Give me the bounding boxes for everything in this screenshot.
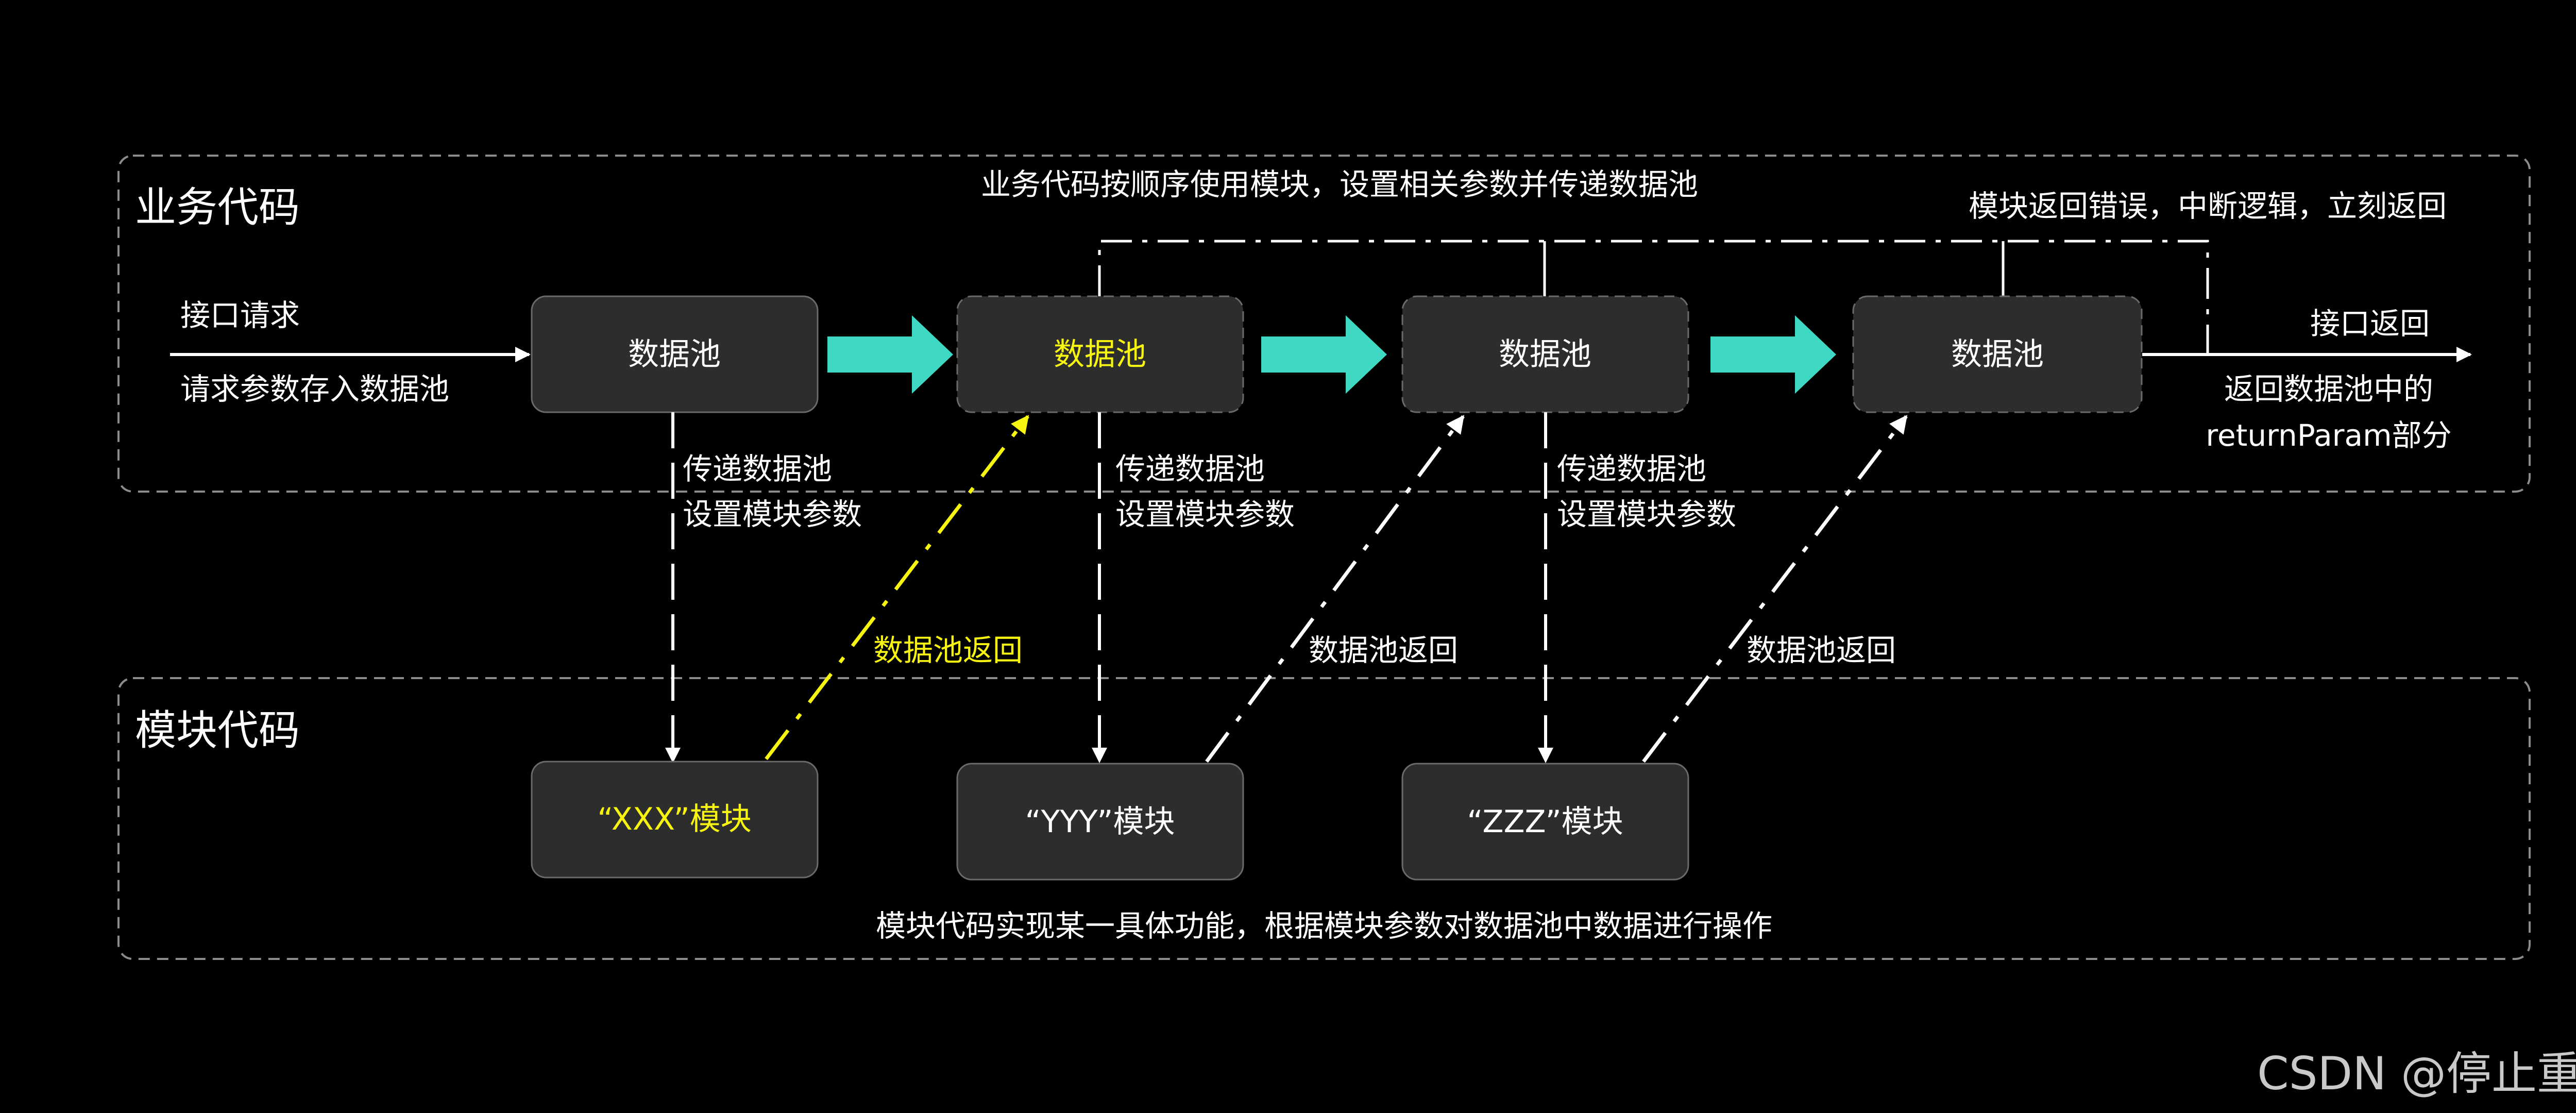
module-node-zzz: “ZZZ”模块 (1401, 763, 1689, 881)
error-return-line (1098, 240, 2209, 355)
module-code-section (117, 677, 2531, 960)
error-return-annotation: 模块返回错误，中断逻辑，立刻返回 (1969, 189, 2447, 224)
return-arrow-2 (1205, 415, 1465, 763)
business-top-annotation: 业务代码按顺序使用模块，设置相关参数并传递数据池 (981, 167, 1698, 202)
pool-label-4: 数据池 (1951, 336, 2044, 373)
flow-arrow-2 (1261, 315, 1387, 394)
pass-label-1a: 传递数据池 (683, 451, 832, 486)
pool-node-4: 数据池 (1852, 295, 2143, 413)
flow-arrow-1 (827, 315, 953, 394)
pass-label-3b: 设置模块参数 (1557, 497, 1736, 532)
request-desc: 请求参数存入数据池 (180, 372, 449, 407)
pool-node-1: 数据池 (531, 295, 819, 413)
module-bottom-annotation: 模块代码实现某一具体功能，根据模块参数对数据池中数据进行操作 (876, 908, 1772, 943)
return-desc-line2: returnParam部分 (2206, 418, 2451, 453)
return-arrow-3 (1642, 415, 1908, 763)
pool-node-2: 数据池 (956, 295, 1244, 413)
pool-return-label-2: 数据池返回 (1309, 633, 1458, 668)
pass-label-1b: 设置模块参数 (683, 497, 862, 532)
module-label-xxx: “XXX”模块 (597, 801, 752, 837)
flow-arrow-3 (1710, 315, 1836, 394)
module-label-zzz: “ZZZ”模块 (1467, 804, 1623, 840)
pass-label-2b: 设置模块参数 (1115, 497, 1295, 532)
watermark: CSDN @停止重构 (2257, 1047, 2576, 1100)
pool-node-3: 数据池 (1401, 295, 1689, 413)
pool-label-2: 数据池 (1054, 336, 1146, 373)
return-label: 接口返回 (2310, 306, 2430, 341)
return-desc-line1: 返回数据池中的 (2224, 372, 2433, 407)
module-node-yyy: “YYY”模块 (956, 763, 1244, 881)
module-section-title: 模块代码 (135, 706, 300, 754)
pool-label-3: 数据池 (1499, 336, 1591, 373)
pool-label-1: 数据池 (628, 336, 721, 373)
return-arrow-1 (765, 415, 1029, 761)
request-label: 接口请求 (180, 298, 300, 333)
module-node-xxx: “XXX”模块 (531, 761, 819, 879)
business-code-section (117, 155, 2531, 493)
pool-return-label-3: 数据池返回 (1747, 633, 1896, 668)
module-label-yyy: “YYY”模块 (1025, 804, 1175, 840)
business-section-title: 业务代码 (135, 183, 300, 231)
pass-label-2a: 传递数据池 (1115, 451, 1265, 486)
pool-return-label-1: 数据池返回 (873, 633, 1023, 668)
pass-label-3a: 传递数据池 (1557, 451, 1706, 486)
